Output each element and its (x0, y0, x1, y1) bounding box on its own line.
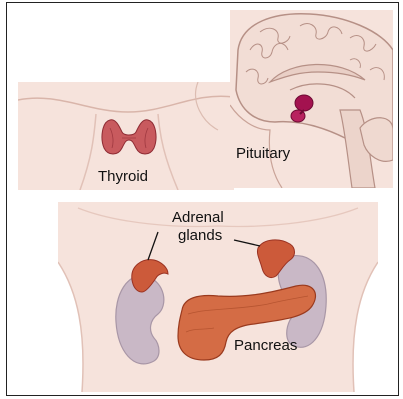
pancreas-label: Pancreas (234, 337, 297, 354)
abdomen-panel: Adrenal glands Pancreas (58, 202, 378, 392)
adrenal-label-line1: Adrenal (172, 209, 224, 226)
thyroid-panel: Thyroid (18, 82, 234, 190)
pituitary-panel: Pituitary (230, 10, 393, 188)
thyroid-label: Thyroid (98, 168, 148, 185)
adrenal-label-line2: glands (178, 227, 222, 244)
pituitary-label: Pituitary (236, 145, 291, 162)
